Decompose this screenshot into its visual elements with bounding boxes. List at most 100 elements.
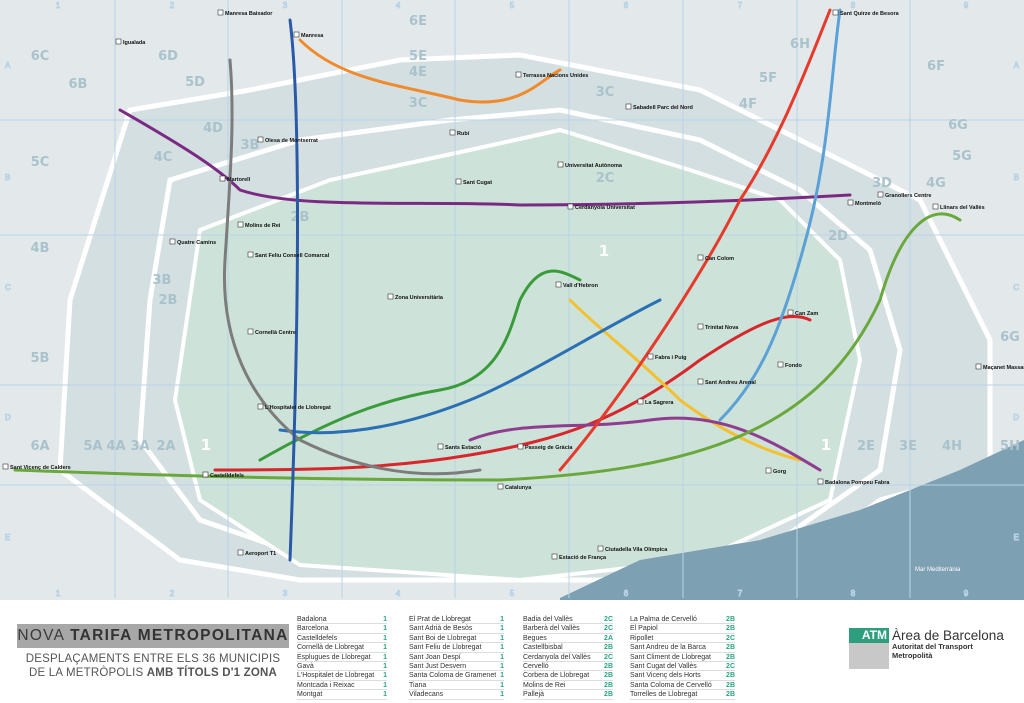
zone-label: 4G <box>926 176 946 191</box>
station[interactable]: La Sagrera <box>637 398 674 406</box>
zone-label: 4H <box>942 439 962 454</box>
station[interactable]: Sant Cugat <box>455 178 492 186</box>
municipality-zone: 2B <box>604 681 613 689</box>
legend-title: NOVA TARIFA METROPOLITANA <box>17 624 289 648</box>
zone-label: 2C <box>596 171 615 186</box>
station[interactable]: Badalona Pompeu Fabra <box>817 478 890 486</box>
station[interactable]: Zona Universitària <box>387 293 444 301</box>
station[interactable]: Maçanet Massanes <box>975 363 1024 371</box>
municipality-zone: 1 <box>383 672 387 680</box>
grid-column-label: 8 <box>851 589 856 598</box>
title-bold: TARIFA METROPOLITANA <box>70 627 289 644</box>
logo-line2: Metropolità <box>892 650 933 660</box>
zone-label: 4A <box>106 439 125 454</box>
station-name: Sant Vicenç de Calders <box>10 465 71 471</box>
station[interactable]: Estació de França <box>551 553 607 561</box>
station-name: Sabadell Parc del Nord <box>633 105 693 111</box>
municipality-name: Badalona <box>297 616 327 623</box>
station[interactable]: Ciutadella Vila Olímpica <box>597 545 668 553</box>
station[interactable]: Molins de Rei <box>237 221 281 229</box>
sea-label: Mar Mediterrània <box>915 567 961 573</box>
station[interactable]: Granollers Centre <box>877 191 931 199</box>
municipality-zone: 1 <box>500 691 504 699</box>
municipality-row: L'Hospitalet de Llobregat 1 <box>297 671 387 681</box>
station[interactable]: Olesa de Montserrat <box>257 136 318 144</box>
station[interactable]: Sant Andreu Arenal <box>697 378 756 386</box>
zone-label: 2D <box>828 229 848 244</box>
station[interactable]: Cerdanyola Universitat <box>567 203 635 211</box>
subtitle-bold: AMB TÍTOLS D'1 ZONA <box>146 667 278 679</box>
station[interactable]: Aeroport T1 <box>237 549 276 557</box>
station[interactable]: Manresa Baixador <box>217 9 273 17</box>
station[interactable]: Can Colom <box>697 254 734 262</box>
station[interactable]: Catalunya <box>497 483 532 491</box>
station[interactable]: Castelldefels <box>202 471 244 479</box>
municipality-name: Sant Climent de Llobregat <box>630 653 711 661</box>
grid-row-label: B <box>1014 173 1019 182</box>
grid-column-label: 4 <box>396 589 401 598</box>
grid-column-label: 1 <box>56 589 61 598</box>
station[interactable]: L'Hospitalet de Llobregat <box>257 403 331 411</box>
municipality-zone: 2C <box>726 662 735 670</box>
station-name: Ciutadella Vila Olímpica <box>605 547 668 553</box>
station[interactable]: Passeig de Gràcia <box>517 443 573 451</box>
station-name: Quatre Camins <box>177 240 216 246</box>
station[interactable]: Sants Estació <box>437 443 482 451</box>
station[interactable]: Sant Feliu Consell Comarcal <box>247 251 330 259</box>
municipality-name: Barberà del Vallès <box>523 625 580 633</box>
station-marker-icon <box>557 161 564 168</box>
station[interactable]: Gorg <box>765 467 786 475</box>
station-marker-icon <box>497 483 504 490</box>
station[interactable]: Trinitat Nova <box>697 323 739 331</box>
grid-column-label: 7 <box>738 1 743 10</box>
zone-label: 6E <box>409 14 427 29</box>
station[interactable]: Fondo <box>777 361 802 369</box>
station[interactable]: Vall d'Hebron <box>555 281 599 289</box>
station-name: Sant Cugat <box>463 180 492 186</box>
station[interactable]: Igualada <box>115 38 146 46</box>
station[interactable]: Manresa <box>293 31 324 39</box>
station[interactable]: Sant Vicenç de Calders <box>2 463 71 471</box>
station[interactable]: Quatre Camins <box>169 238 216 246</box>
grid-column-label: 3 <box>283 1 288 10</box>
municipality-name: L'Hospitalet de Llobregat <box>297 672 375 680</box>
municipality-name: Cervelló <box>523 662 549 670</box>
municipality-name: Badia del Vallès <box>523 616 573 623</box>
station-marker-icon <box>817 478 824 485</box>
station[interactable]: Rubí <box>449 129 470 137</box>
station[interactable]: Universitat Autònoma <box>557 161 623 169</box>
station[interactable]: Llinars del Vallès <box>932 203 985 211</box>
atm-logo: ATM Àrea de Barcelona Autoritat del Tran… <box>849 628 1004 669</box>
zone-label: 6B <box>69 77 88 92</box>
station-marker-icon <box>257 136 264 143</box>
municipality-zone: 2C <box>726 634 735 642</box>
station[interactable]: Can Zam <box>787 309 818 317</box>
station[interactable]: Cornellà Centre <box>247 328 296 336</box>
municipality-name: Barcelona <box>297 625 329 633</box>
station[interactable]: Sant Quirze de Besora <box>832 9 900 17</box>
sea <box>560 440 1024 600</box>
zone-label: 2A <box>156 439 175 454</box>
municipality-zone: 2B <box>604 672 613 680</box>
municipality-name: Sant Joan Despí <box>409 653 461 661</box>
station[interactable]: Martorell <box>219 175 251 183</box>
station-name: Catalunya <box>505 485 532 491</box>
station-marker-icon <box>169 238 176 245</box>
station[interactable]: Montmeló <box>847 199 882 207</box>
line-r1 <box>718 8 842 422</box>
station-marker-icon <box>115 38 122 45</box>
grid-column-label: 5 <box>510 589 515 598</box>
grid-row-label: D <box>1013 413 1019 422</box>
station[interactable]: Sabadell Parc del Nord <box>625 103 693 111</box>
station-marker-icon <box>257 403 264 410</box>
station[interactable]: Terrassa Nacions Unides <box>515 71 588 79</box>
station[interactable]: Fabra i Puig <box>647 353 686 361</box>
